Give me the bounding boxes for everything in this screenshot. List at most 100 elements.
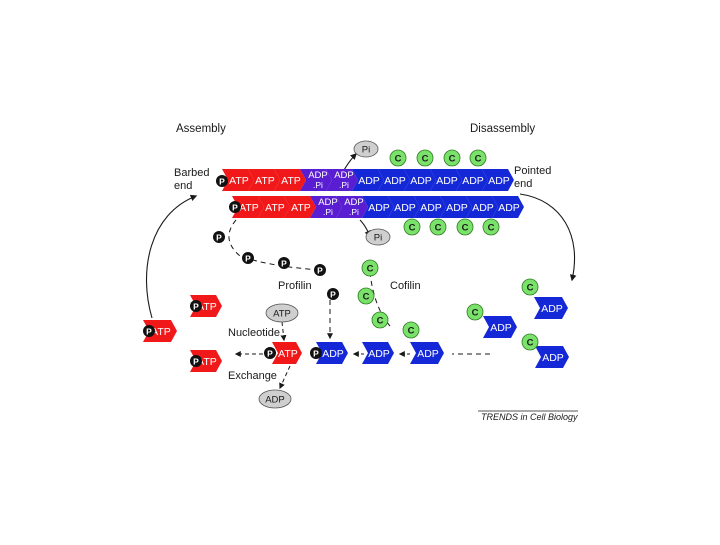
phosphate-released-bottom — [365, 228, 391, 246]
filament-bottom-subunit-5-shape — [336, 196, 368, 218]
phosphate-released-top — [353, 140, 379, 158]
cofilin-bottom-3 — [456, 218, 474, 236]
cofilin-label: Cofilin — [390, 280, 421, 292]
filament-bottom-subunit-5-label: ADP — [344, 197, 364, 208]
profilin-dot-4-label: P — [317, 266, 323, 276]
atp-to-exchange-dashed — [280, 321, 287, 342]
profilin-barbed-top-label: P — [219, 177, 225, 187]
cofilin-chain-2-label: C — [363, 292, 370, 303]
profilin-dashed-path — [228, 219, 321, 271]
filament-top-subunit-3-shape — [274, 169, 306, 191]
filament-bottom-subunit-2-label: ATP — [265, 202, 285, 214]
cofilin-chain-3-label: C — [377, 316, 384, 327]
cofilin-dashed-path — [369, 271, 391, 327]
filament-top-subunit-5-shape — [326, 169, 358, 191]
filament-top-subunit-1-label: ATP — [229, 175, 249, 187]
monomer-cofilin-adp-mid-shape — [483, 316, 517, 338]
cofilin-chain-1 — [361, 259, 379, 277]
assembly-label: Assembly — [176, 123, 226, 135]
monomer-adp-2-label: ADP — [368, 348, 390, 360]
filament-top-subunit-10-shape — [456, 169, 488, 191]
profilin-exchange-label: P — [267, 349, 273, 359]
monomer-exchange-adp-shape — [316, 342, 348, 364]
filament-bottom-subunit-3-shape — [284, 196, 316, 218]
monomer-cofilin-adp-top-label: ADP — [541, 303, 563, 315]
filament-bottom-subunit-9-label: ADP — [446, 202, 468, 214]
cofilin-chain-2 — [357, 287, 375, 305]
filament-bottom-subunit-4-label: ADP — [318, 197, 338, 208]
filament-bottom-subunit-11-label: ADP — [498, 202, 520, 214]
filament-top-subunit-9-shape — [430, 169, 462, 191]
cofilin-top-1 — [389, 149, 407, 167]
profilin-dot-1 — [213, 231, 225, 243]
cofilin-top-4-label: C — [475, 154, 482, 165]
filament-bottom-subunit-9-shape — [440, 196, 472, 218]
free-atp-oval-label: ATP — [273, 309, 291, 320]
cofilin-right-mid — [466, 303, 484, 321]
profilin-upper-monomer — [190, 300, 202, 312]
monomer-cofilin-adp-bottom-shape — [535, 346, 569, 368]
credit-label: TRENDS in Cell Biology — [481, 412, 578, 422]
monomer-exchange-atp-label: ATP — [278, 348, 298, 360]
filament-top-subunit-5-label: ADP — [334, 170, 354, 181]
cofilin-top-1-label: C — [395, 154, 402, 165]
monomer-cofilin-adp-top-shape — [534, 297, 568, 319]
cofilin-top-3 — [443, 149, 461, 167]
phosphate-released-top-label: Pi — [362, 145, 370, 156]
profilin-dot-2 — [242, 252, 254, 264]
filament-top-subunit-2-label: ATP — [255, 175, 275, 187]
barbed-end-label-line2: end — [174, 180, 192, 192]
filament-bottom-subunit-10-label: ADP — [472, 202, 494, 214]
monomer-adp-3-shape — [410, 342, 444, 364]
filament-top-subunit-4-pi-label: .Pi — [313, 180, 323, 190]
profilin-dot-5-label: P — [330, 290, 336, 300]
nucleotide-label: Nucleotide — [228, 327, 280, 339]
cofilin-top-3-label: C — [449, 154, 456, 165]
filament-top-subunit-7-shape — [378, 169, 410, 191]
profilin-exchange-adp — [310, 347, 322, 359]
filament-top-subunit-4-shape — [300, 169, 332, 191]
profilin-dot-3-label: P — [281, 259, 287, 269]
profilin-exchange — [264, 347, 276, 359]
profilin-barbed-top — [216, 175, 228, 187]
monomer-cofilin-adp-mid-label: ADP — [490, 322, 512, 334]
cofilin-bottom-4 — [482, 218, 500, 236]
monomer-exchange-adp-label: ADP — [322, 348, 344, 360]
pointed-end-label-line1: Pointed — [514, 165, 551, 177]
profilin-left-monomer-label: P — [146, 327, 152, 337]
monomer-atp-left-label: ATP — [151, 326, 171, 338]
cofilin-bottom-4-label: C — [488, 223, 495, 234]
monomer-exchange-atp-shape — [272, 342, 302, 364]
free-atp-oval — [265, 303, 299, 323]
filament-bottom-subunit-8-shape — [414, 196, 446, 218]
disassembly-label: Disassembly — [470, 123, 535, 135]
cofilin-bottom-1 — [403, 218, 421, 236]
cofilin-right-top — [521, 278, 539, 296]
monomer-adp-2-shape — [362, 342, 394, 364]
cofilin-right-top-label: C — [527, 283, 534, 294]
filament-bottom-subunit-8-label: ADP — [420, 202, 442, 214]
profilin-label: Profilin — [278, 280, 312, 292]
filament-bottom-subunit-5-pi-label: .Pi — [349, 207, 359, 217]
filament-bottom-subunit-3-label: ATP — [291, 202, 311, 214]
profilin-dot-3 — [278, 257, 290, 269]
profilin-upper-monomer-label: P — [193, 302, 199, 312]
barbed-end-label-line1: Barbed — [174, 167, 209, 179]
filament-bottom-subunit-7-label: ADP — [394, 202, 416, 214]
filament-top-subunit-4-label: ADP — [308, 170, 328, 181]
filament-bottom-subunit-6-label: ADP — [368, 202, 390, 214]
filament-bottom-subunit-11-shape — [492, 196, 524, 218]
monomer-adp-3-label: ADP — [417, 348, 439, 360]
pointed-end-label-line2: end — [514, 178, 532, 190]
filament-top-subunit-2-shape — [248, 169, 280, 191]
filament-bottom-subunit-7-shape — [388, 196, 420, 218]
profilin-lower-monomer-label: P — [193, 357, 199, 367]
filament-top-subunit-6-label: ADP — [358, 175, 380, 187]
cofilin-chain-4 — [402, 321, 420, 339]
filament-top-subunit-3-label: ATP — [281, 175, 301, 187]
exchange-to-adp-dashed — [279, 365, 291, 390]
free-adp-oval-label: ADP — [265, 395, 285, 406]
